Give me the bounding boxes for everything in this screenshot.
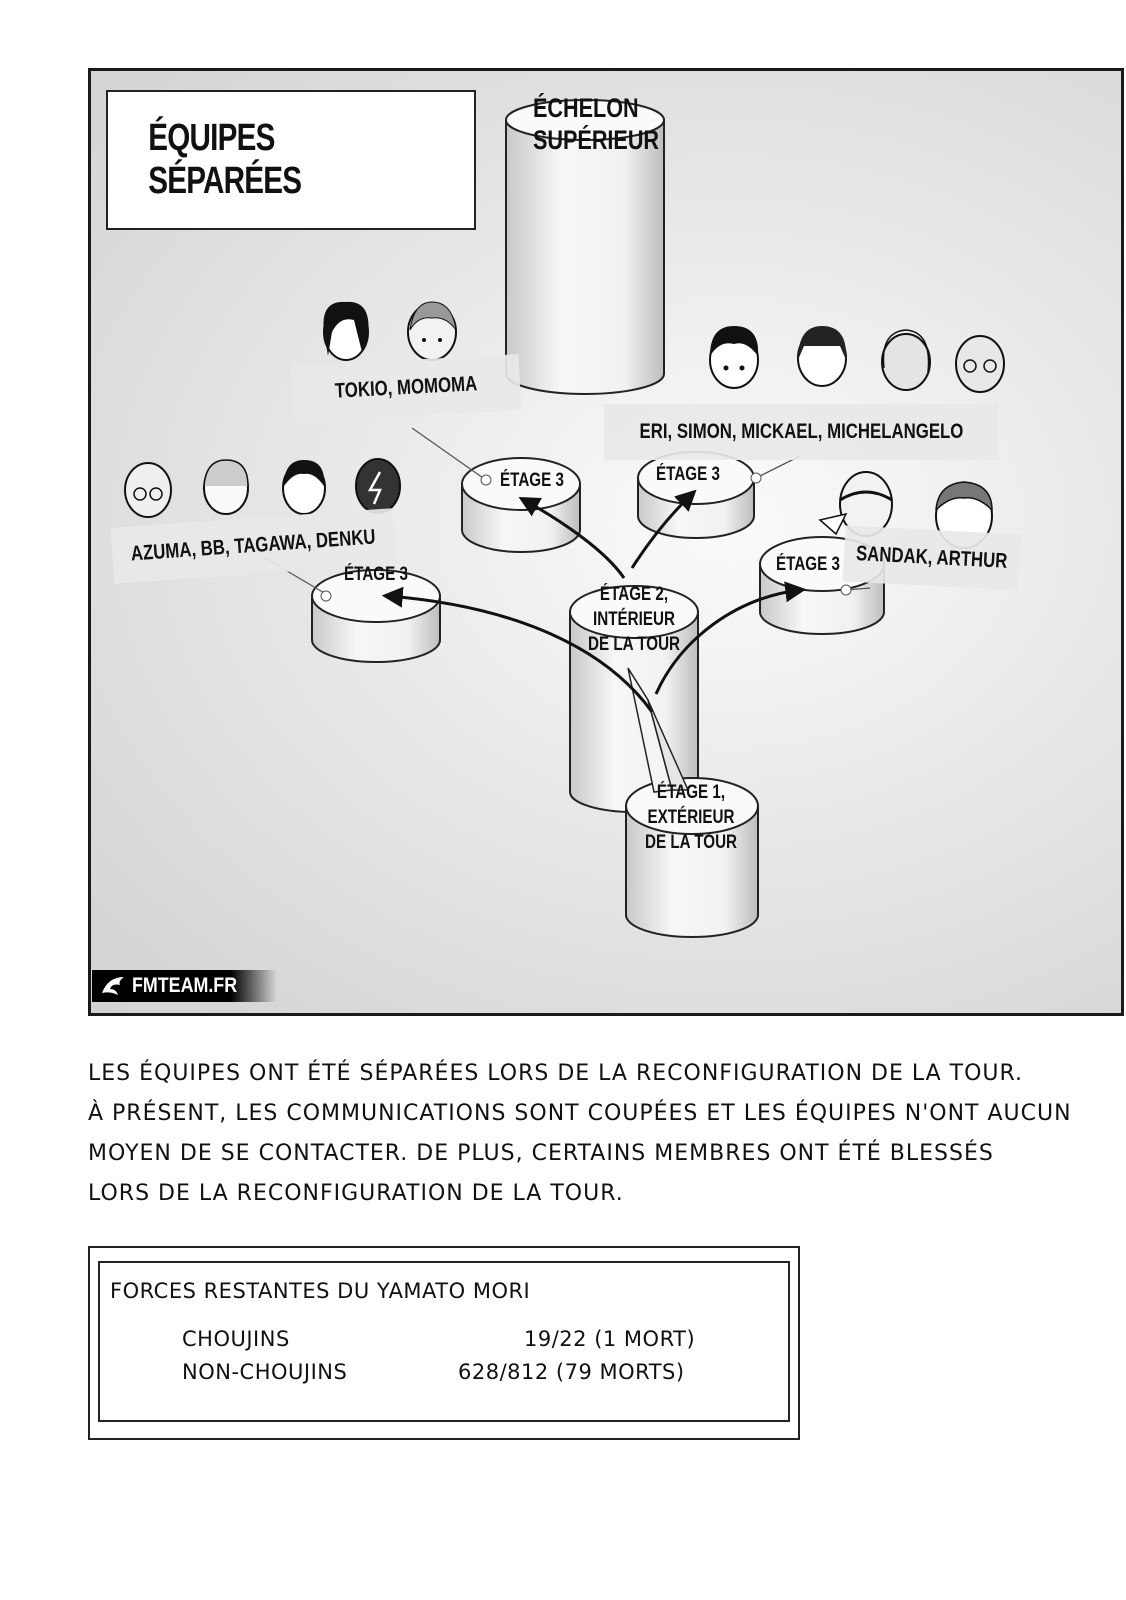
forces-title: FORCES RESTANTES DU YAMATO MORI — [110, 1279, 531, 1303]
narration-block: LES ÉQUIPES ONT ÉTÉ SÉPARÉES LORS DE LA … — [88, 1054, 1098, 1214]
face-icon-simon — [797, 326, 847, 387]
dragon-logo-icon — [102, 977, 124, 995]
floor3-label-right: ÉTAGE 3 — [776, 554, 840, 575]
floor3-disc-center-left — [461, 457, 581, 553]
team-tag-eri-simon: ERI, SIMON, MICKAEL, MICHELANGELO — [604, 404, 998, 460]
floor1-label-line3: DE LA TOUR — [644, 832, 738, 853]
upper-echelon-label-line1: ÉCHELON — [533, 93, 639, 123]
floor1-label-line1: ÉTAGE 1, — [656, 782, 726, 803]
team-tag-sandak-arthur: SANDAK, ARTHUR — [842, 525, 1022, 591]
floor3-label-center-right: ÉTAGE 3 — [656, 464, 720, 485]
leader-dots — [320, 472, 852, 602]
face-icon-bb — [203, 459, 249, 515]
face-icon-tokio — [323, 301, 369, 361]
floor2-label-line2: INTÉRIEUR — [593, 609, 675, 630]
face-icon-mickael — [881, 329, 931, 391]
watermark: FMTEAM.FR — [92, 970, 277, 1002]
floor2-label-line3: DE LA TOUR — [587, 634, 681, 655]
floor3-label-left: ÉTAGE 3 — [344, 564, 408, 585]
upper-echelon-label: ÉCHELON SUPÉRIEUR — [533, 92, 660, 156]
face-icon-azuma — [124, 462, 172, 518]
forces-box-inner: FORCES RESTANTES DU YAMATO MORI CHOUJINS… — [98, 1261, 790, 1422]
tower-diagram — [124, 99, 1005, 938]
floor1-label-line2: EXTÉRIEUR — [647, 807, 735, 828]
non-choujins-label: NON-CHOUJINS — [182, 1360, 348, 1384]
narration-line-3: MOYEN DE SE CONTACTER. DE PLUS, CERTAINS… — [88, 1141, 994, 1166]
arrow-to-center-right-floor3 — [630, 489, 697, 569]
floor2-label-line1: ÉTAGE 2, — [599, 584, 669, 605]
face-icon-michelangelo — [955, 335, 1005, 393]
watermark-text: FMTEAM.FR — [132, 974, 238, 997]
floor1-label: ÉTAGE 1, EXTÉRIEUR DE LA TOUR — [641, 780, 742, 855]
narration-line-2: À PRÉSENT, LES COMMUNICATIONS SONT COUPÉ… — [88, 1101, 1072, 1126]
team-tag-tokio-momoma: TOKIO, MOMOMA — [290, 354, 522, 422]
arrow-to-left-floor3 — [381, 586, 654, 713]
title-box: ÉQUIPES SÉPARÉES — [106, 90, 476, 230]
floor3-label-center-left: ÉTAGE 3 — [500, 470, 564, 491]
non-choujins-value: 628/812 (79 MORTS) — [458, 1360, 685, 1384]
face-icon-eri — [709, 326, 759, 389]
narration-line-1: LES ÉQUIPES ONT ÉTÉ SÉPARÉES LORS DE LA … — [88, 1061, 1024, 1086]
arrow-to-right-floor3 — [654, 581, 807, 695]
face-icon-tagawa — [282, 460, 326, 515]
forces-box: FORCES RESTANTES DU YAMATO MORI CHOUJINS… — [88, 1246, 800, 1440]
team-azuma-bb-label: AZUMA, BB, TAGAWA, DENKU — [129, 525, 377, 566]
upper-echelon-label-line2: SUPÉRIEUR — [533, 125, 660, 155]
choujins-label: CHOUJINS — [182, 1327, 290, 1351]
floor2-label: ÉTAGE 2, INTÉRIEUR DE LA TOUR — [584, 582, 683, 657]
choujins-value: 19/22 (1 MORT) — [524, 1327, 696, 1351]
team-tokio-momoma-label: TOKIO, MOMOMA — [334, 372, 478, 403]
floor3-disc-left — [311, 569, 441, 663]
page-title: ÉQUIPES SÉPARÉES — [148, 117, 302, 202]
team-sandak-arthur-label: SANDAK, ARTHUR — [855, 542, 1009, 573]
face-icon-momoma — [407, 301, 457, 361]
team-eri-simon-label: ERI, SIMON, MICKAEL, MICHELANGELO — [639, 420, 963, 443]
face-icon-denku — [355, 458, 401, 514]
narration-line-4: LORS DE LA RECONFIGURATION DE LA TOUR. — [88, 1181, 624, 1206]
arrow-to-center-left-floor3 — [518, 496, 626, 579]
stair-ramps — [627, 667, 690, 793]
